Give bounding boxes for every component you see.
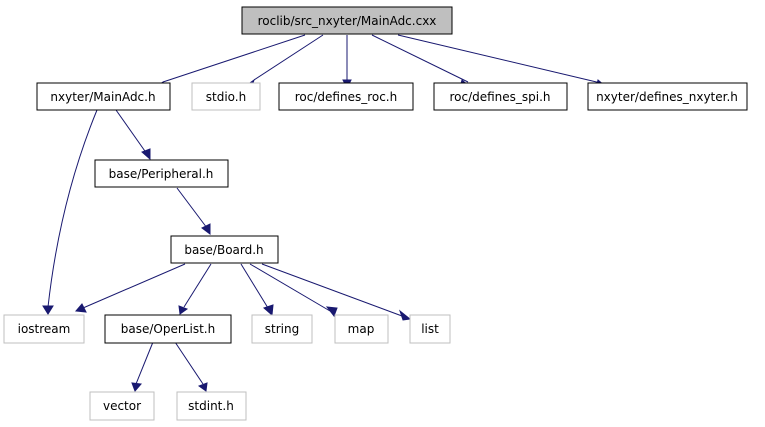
node-peripheral-h-label: base/Peripheral.h	[109, 167, 214, 181]
edge-mainadc-to-peripheral	[115, 109, 148, 155]
node-string-label: string	[265, 322, 299, 336]
node-stdint-h-label: stdint.h	[188, 399, 234, 413]
edge-board-to-string	[240, 263, 269, 309]
node-defines-nxyter-label: nxyter/defines_nxyter.h	[596, 90, 738, 104]
arrowhead	[263, 304, 274, 317]
arrowhead	[141, 148, 151, 161]
node-mainadc-h[interactable]: nxyter/MainAdc.h	[36, 82, 171, 111]
node-stdint-h: stdint.h	[176, 391, 247, 421]
node-iostream: iostream	[3, 314, 85, 344]
node-vector: vector	[89, 391, 155, 421]
edge-board-to-iostream	[82, 263, 186, 309]
edges	[47, 34, 606, 385]
edge-root-to-stdio-h	[253, 34, 324, 81]
edge-root-to-defines-spi	[371, 34, 469, 83]
node-stdio-h-label: stdio.h	[206, 90, 246, 104]
arrowhead	[197, 382, 208, 392]
edge-root-to-mainadc-h	[162, 34, 306, 83]
node-stdio-h: stdio.h	[191, 82, 261, 111]
node-defines-nxyter[interactable]: nxyter/defines_nxyter.h	[587, 82, 748, 111]
node-list-label: list	[421, 322, 439, 336]
node-map-label: map	[348, 322, 375, 336]
node-defines-spi-label: roc/defines_spi.h	[449, 90, 550, 104]
arrowhead	[74, 303, 87, 313]
edge-peripheral-to-board	[176, 187, 208, 229]
node-string: string	[251, 314, 313, 344]
edge-board-to-operlist	[183, 263, 212, 308]
arrowhead	[325, 306, 338, 318]
node-peripheral-h[interactable]: base/Peripheral.h	[94, 159, 229, 188]
node-root[interactable]: roclib/src_nxyter/MainAdc.cxx	[241, 6, 453, 35]
edge-mainadc-to-iostream	[47, 109, 98, 308]
node-defines-roc-label: roc/defines_roc.h	[295, 90, 397, 104]
node-iostream-label: iostream	[18, 322, 71, 336]
node-vector-label: vector	[103, 399, 141, 413]
node-operlist-h-label: base/OperList.h	[121, 322, 215, 336]
node-root-label: roclib/src_nxyter/MainAdc.cxx	[258, 14, 437, 28]
node-defines-spi[interactable]: roc/defines_spi.h	[433, 82, 568, 111]
node-board-h-label: base/Board.h	[184, 243, 263, 257]
arrowhead	[201, 223, 211, 235]
node-map: map	[334, 314, 389, 344]
edge-operlist-to-stdint	[174, 341, 204, 385]
arrowhead	[398, 309, 412, 321]
arrowhead	[131, 382, 142, 392]
node-defines-roc[interactable]: roc/defines_roc.h	[278, 82, 414, 111]
node-mainadc-h-label: nxyter/MainAdc.h	[50, 90, 155, 104]
edge-root-to-defines-nxyter	[397, 34, 606, 85]
node-list: list	[409, 314, 451, 344]
edge-board-to-map	[249, 263, 331, 312]
arrowhead	[42, 305, 54, 315]
edge-board-to-list	[261, 263, 403, 317]
edge-operlist-to-vector	[135, 341, 154, 385]
node-operlist-h[interactable]: base/OperList.h	[104, 314, 232, 344]
node-board-h[interactable]: base/Board.h	[170, 235, 279, 264]
arrowhead	[178, 305, 189, 315]
